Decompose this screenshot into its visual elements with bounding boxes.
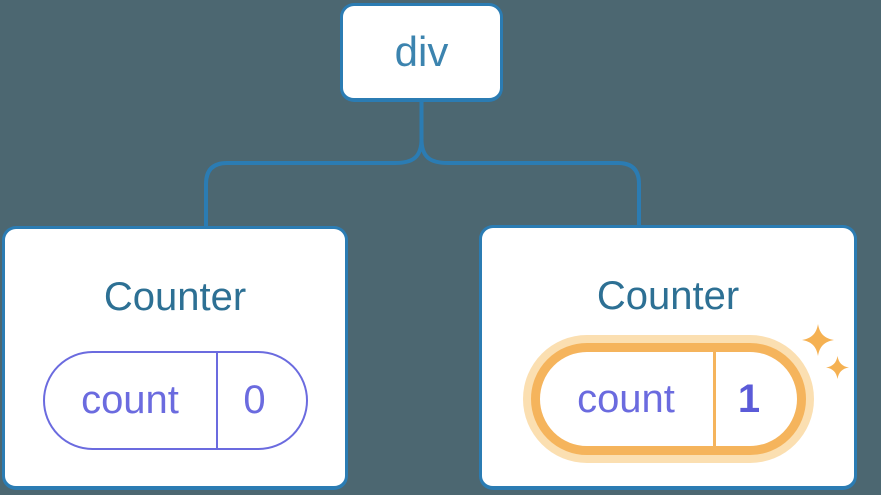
counter-card-left: Counter count 0: [2, 226, 348, 490]
state-pill: count 0: [42, 351, 308, 450]
counter-title: Counter: [103, 275, 247, 319]
sparkle-icon: [802, 324, 834, 356]
state-value: 0: [215, 353, 306, 448]
sparkle-icon: [826, 356, 849, 379]
tree-node-div: div: [340, 3, 503, 102]
state-pill-highlighted: count 1: [530, 343, 806, 455]
root-node-label: div: [394, 28, 449, 75]
state-key-label: count: [81, 378, 179, 422]
state-key-label: count: [577, 376, 675, 421]
state-value: 1: [712, 352, 797, 446]
counter-title: Counter: [596, 274, 740, 318]
counter-card-right: Counter count 1: [479, 225, 857, 490]
